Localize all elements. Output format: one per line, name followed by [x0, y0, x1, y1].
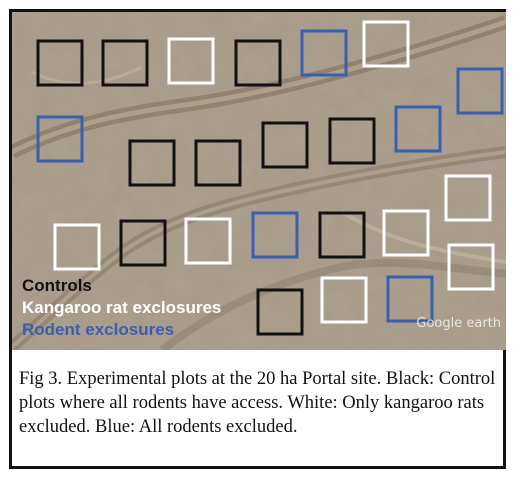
plot-control-4 [234, 39, 282, 87]
plot-rodent-7 [456, 67, 504, 115]
plot-rodent-24 [386, 275, 434, 323]
plot-control-2 [101, 39, 149, 87]
plot-krat-3 [167, 37, 215, 85]
plot-rodent-5 [300, 29, 348, 77]
plot-control-22 [256, 288, 304, 336]
plot-krat-23 [320, 276, 368, 324]
plot-control-13 [194, 139, 242, 187]
plot-rodent-18 [251, 211, 299, 259]
plot-krat-17 [184, 217, 232, 265]
legend-rodent-exclosures: Rodent exclosures [22, 320, 175, 339]
plot-krat-6 [362, 20, 410, 68]
plot-control-1 [36, 39, 84, 87]
figure-caption: Fig 3. Experimental plots at the 20 ha P… [19, 369, 496, 437]
plot-krat-20 [382, 209, 430, 257]
plot-krat-21 [447, 243, 495, 291]
legend-kangaroo-rat-exclosures: Kangaroo rat exclosures [22, 298, 222, 317]
plot-control-10 [328, 117, 376, 165]
plot-krat-15 [53, 223, 101, 271]
plot-rodent-11 [394, 105, 442, 153]
plot-krat-14 [444, 174, 492, 222]
google-earth-watermark: Google earth [416, 316, 501, 331]
plot-control-12 [128, 139, 176, 187]
plot-rodent-8 [36, 115, 84, 163]
plot-control-9 [261, 121, 309, 169]
aerial-map [12, 12, 506, 350]
plot-control-16 [119, 219, 167, 267]
aerial-map-image [12, 12, 506, 350]
legend-controls: Controls [22, 276, 92, 295]
plot-control-19 [318, 211, 366, 259]
